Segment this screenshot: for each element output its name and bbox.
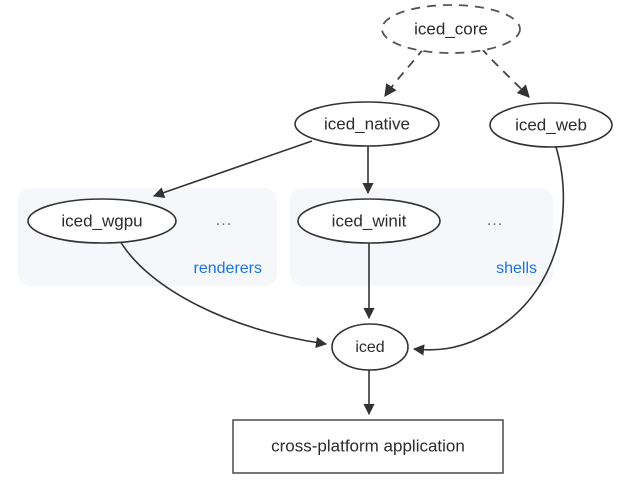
node-iced-web[interactable]: iced_web [489, 102, 613, 148]
node-iced-wgpu[interactable]: iced_wgpu [27, 198, 177, 244]
cluster-shells-ellipsis: ... [487, 212, 503, 229]
cluster-renderers-label: renderers [194, 260, 262, 277]
node-iced-wgpu-shape[interactable] [27, 198, 177, 244]
edge-web-to-iced [412, 146, 565, 356]
node-application[interactable]: cross-platform application [232, 419, 504, 474]
cluster-shells-label: shells [496, 260, 537, 277]
node-iced-native-shape[interactable] [294, 101, 440, 147]
node-iced-web-shape[interactable] [489, 102, 613, 148]
cluster-renderers-ellipsis: ... [216, 212, 232, 229]
node-application-shape[interactable] [232, 419, 504, 474]
node-iced-core-label: iced_core [414, 19, 488, 38]
node-iced-core[interactable]: iced_core [381, 4, 521, 54]
node-iced-native-label: iced_native [324, 114, 410, 133]
node-iced[interactable]: iced [331, 323, 409, 371]
node-iced-label: iced [355, 339, 384, 356]
edge-core-to-native [384, 47, 425, 98]
node-iced-native[interactable]: iced_native [294, 101, 440, 147]
edge-core-to-web [480, 47, 530, 98]
node-iced-shape[interactable] [331, 323, 409, 371]
node-iced-winit-shape[interactable] [297, 198, 441, 244]
node-iced-web-label: iced_web [515, 115, 587, 134]
node-application-label: cross-platform application [271, 436, 465, 455]
edge-wgpu-to-iced [119, 240, 328, 349]
edge-native-to-wgpu [152, 140, 313, 198]
node-iced-winit[interactable]: iced_winit [297, 198, 441, 244]
node-iced-winit-label: iced_winit [332, 211, 407, 230]
node-iced-wgpu-label: iced_wgpu [61, 211, 142, 230]
edges-layer [119, 47, 565, 416]
node-iced-core-shape[interactable] [381, 4, 521, 54]
